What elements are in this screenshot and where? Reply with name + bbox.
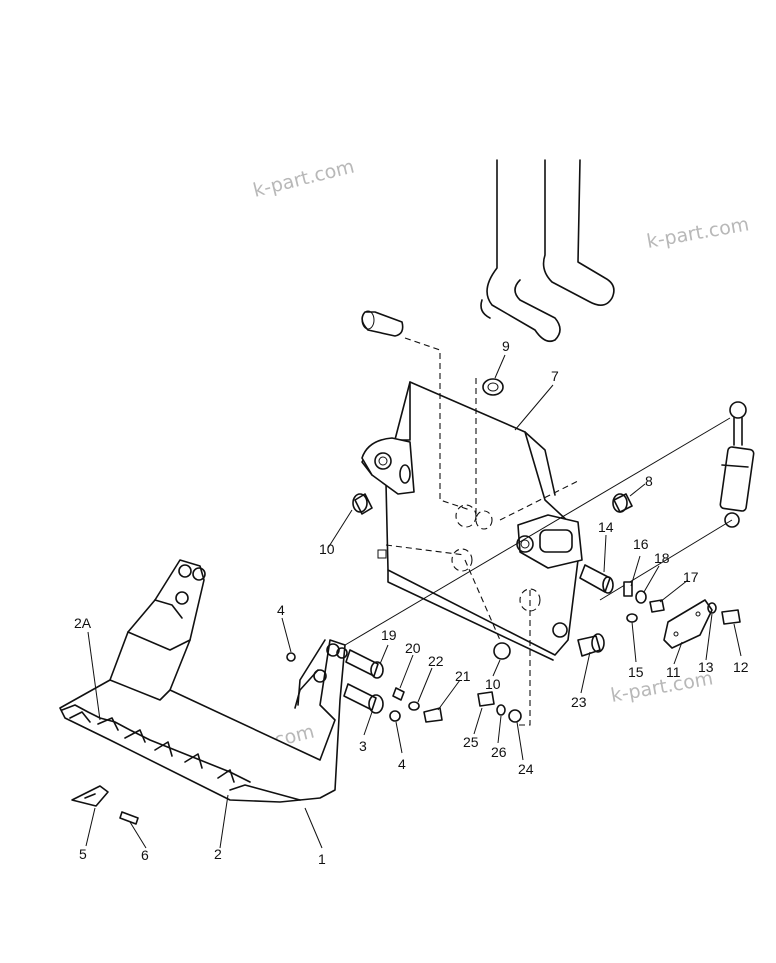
coupler-plate	[361, 337, 583, 726]
callout-7: 7	[551, 368, 559, 384]
callout-15: 15	[628, 664, 644, 680]
washer-4-upper	[286, 652, 296, 662]
bushing-9	[482, 378, 504, 396]
arm-outline	[480, 159, 615, 343]
callout-leaders	[85, 354, 742, 849]
pin-14	[579, 564, 665, 623]
callout-19: 19	[381, 627, 397, 643]
callout-10: 10	[319, 541, 335, 557]
callout-6: 6	[141, 847, 149, 863]
callout-2: 2	[214, 846, 222, 862]
callout-11: 11	[666, 664, 681, 680]
nut-24	[508, 709, 522, 723]
callout-3: 3	[359, 738, 367, 754]
callout-14: 14	[598, 519, 614, 535]
bushing-8	[612, 493, 633, 513]
hydraulic-cylinder	[719, 401, 755, 528]
callout-16: 16	[633, 536, 649, 552]
leader-line	[339, 417, 731, 649]
cover-plate-11	[663, 599, 741, 649]
callout-10: 10	[485, 676, 501, 692]
pin-23	[577, 633, 605, 657]
callout-2a: 2A	[74, 615, 92, 631]
watermark: k-part.com	[251, 155, 357, 201]
callout-21: 21	[455, 668, 471, 684]
pin-19	[345, 649, 384, 679]
callout-12: 12	[733, 659, 749, 675]
callout-18: 18	[654, 550, 670, 566]
callout-20: 20	[405, 640, 421, 656]
pin-20	[392, 687, 405, 701]
callout-25: 25	[463, 734, 479, 750]
washer-22	[408, 701, 420, 711]
leader-line	[599, 519, 733, 601]
callout-8: 8	[645, 473, 653, 489]
pin-top	[361, 310, 404, 337]
washer-4-lower	[389, 710, 401, 722]
callout-4: 4	[398, 756, 406, 772]
callout-13: 13	[698, 659, 714, 675]
callout-labels: 1 2 2A 3 4 4 5 6 7 8 9 10 10 11 12 13 14…	[74, 338, 749, 867]
callout-5: 5	[79, 846, 87, 862]
callout-24: 24	[518, 761, 534, 777]
bolt-21	[423, 707, 443, 723]
callout-26: 26	[491, 744, 507, 760]
watermark: k-part.com	[645, 213, 751, 253]
callout-17: 17	[683, 569, 699, 585]
tooth-5	[71, 785, 109, 807]
callout-1: 1	[318, 851, 326, 867]
bucket	[59, 559, 348, 803]
bushing-10-upper	[352, 493, 373, 515]
callout-23: 23	[571, 694, 587, 710]
pin-3	[343, 683, 384, 714]
callout-22: 22	[428, 653, 444, 669]
callout-9: 9	[502, 338, 510, 354]
washer-26	[496, 704, 506, 716]
callout-4: 4	[277, 602, 285, 618]
bolt-25	[477, 691, 495, 707]
pin-6	[119, 811, 139, 825]
bushing-10-lower	[493, 642, 511, 660]
